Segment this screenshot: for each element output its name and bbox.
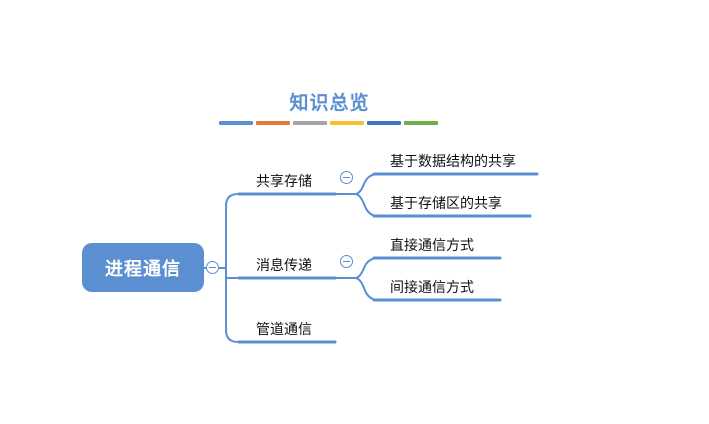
palette-swatch-2 [256,121,290,125]
branch-node-1[interactable]: 共享存储 [256,174,312,190]
leaf-node-1-1[interactable]: 基于数据结构的共享 [390,154,516,170]
palette-swatch-5 [367,121,401,125]
branch-node-3[interactable]: 管道通信 [256,322,312,338]
palette-swatch-1 [219,121,253,125]
leaf-node-2-2[interactable]: 间接通信方式 [390,280,474,296]
collapse-root-icon[interactable] [206,261,219,274]
collapse-branch-1-icon[interactable] [340,171,353,184]
root-node-label: 进程通信 [105,258,181,280]
collapse-branch-2-icon[interactable] [340,255,353,268]
palette-swatch-4 [330,121,364,125]
color-palette [219,121,438,125]
leaf-node-1-2[interactable]: 基于存储区的共享 [390,196,502,212]
leaf-node-2-1[interactable]: 直接通信方式 [390,238,474,254]
root-node[interactable]: 进程通信 [82,243,204,292]
page-title: 知识总览 [289,92,370,114]
palette-swatch-6 [404,121,438,125]
branch-node-2[interactable]: 消息传递 [256,258,312,274]
palette-swatch-3 [293,121,327,125]
